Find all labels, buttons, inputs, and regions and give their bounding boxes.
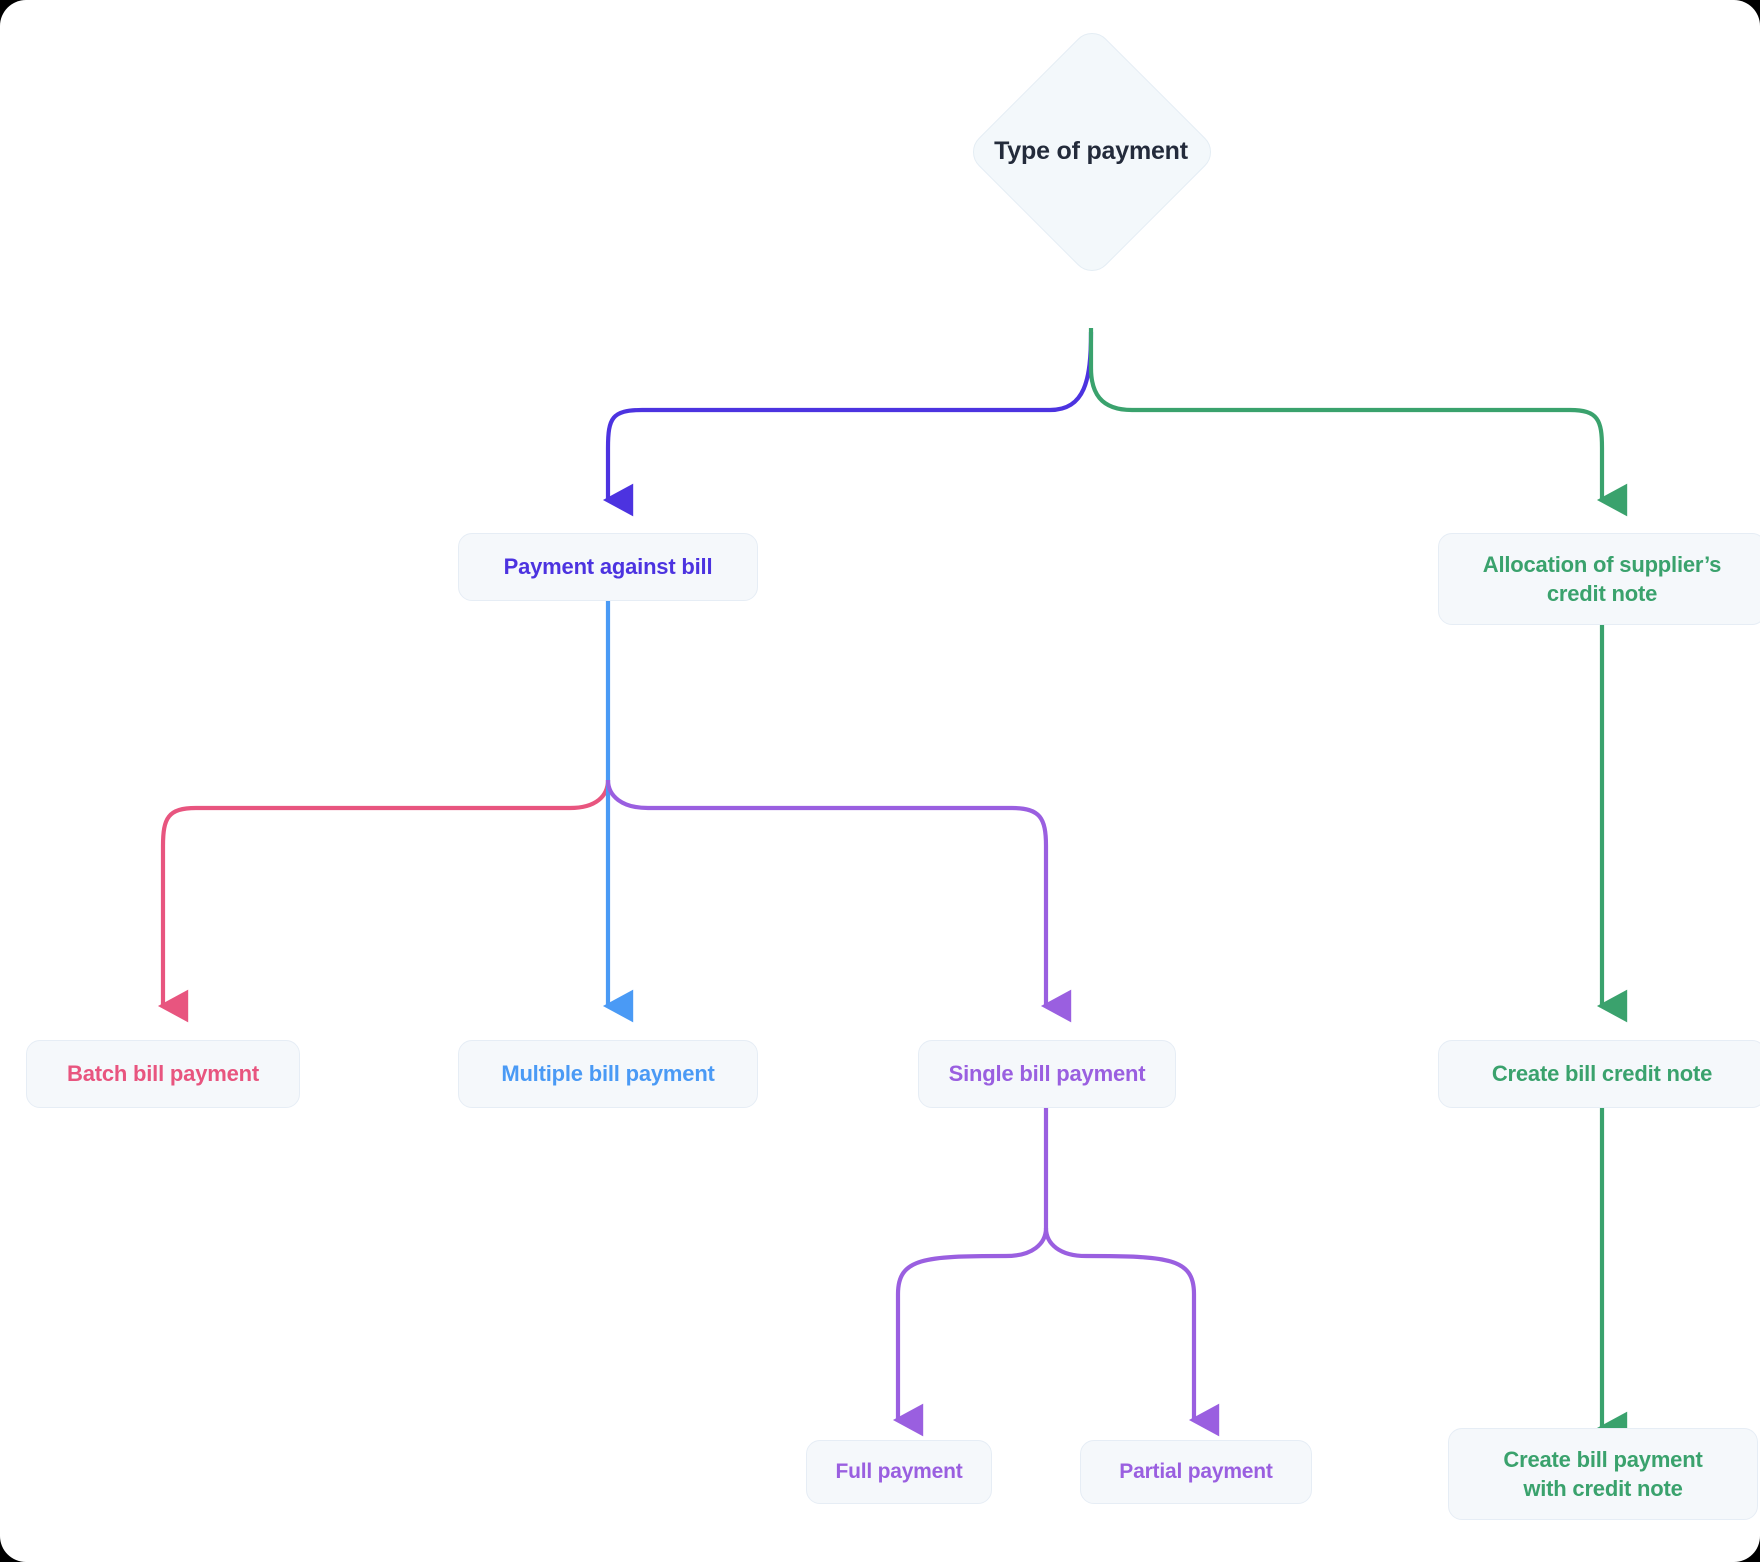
node-multiple-bill-payment[interactable]: Multiple bill payment bbox=[458, 1040, 758, 1108]
node-label-create-bill-payment-line-2: with credit note bbox=[1523, 1476, 1683, 1501]
edge-single-to-partial bbox=[1043, 1227, 1220, 1437]
node-label-type-of-payment: Type of payment bbox=[994, 136, 1188, 165]
edge-root-to-payment-against-bill bbox=[602, 331, 1094, 517]
edge-single-to-full bbox=[892, 1227, 1049, 1437]
node-label-create-bill-credit-note: Create bill credit note bbox=[1491, 1061, 1713, 1087]
node-full-payment[interactable]: Full payment bbox=[806, 1440, 992, 1504]
node-label-payment-against-bill: Payment against bill bbox=[503, 554, 713, 580]
node-type-of-payment[interactable]: Type of payment bbox=[964, 24, 1220, 280]
node-label-batch-bill-payment: Batch bill payment bbox=[67, 1061, 259, 1087]
edge-pab-to-batch bbox=[157, 779, 611, 1023]
node-label-partial-payment: Partial payment bbox=[1119, 1460, 1273, 1484]
node-partial-payment[interactable]: Partial payment bbox=[1080, 1440, 1312, 1504]
node-payment-against-bill[interactable]: Payment against bill bbox=[458, 533, 758, 601]
node-create-bill-payment-with-credit-note[interactable]: Create bill payment with credit note bbox=[1448, 1428, 1758, 1520]
node-allocation-of-suppliers-credit-note[interactable]: Allocation of supplier’s credit note bbox=[1438, 533, 1760, 625]
node-batch-bill-payment[interactable]: Batch bill payment bbox=[26, 1040, 300, 1108]
edge-root-to-allocation bbox=[1088, 328, 1628, 517]
node-single-bill-payment[interactable]: Single bill payment bbox=[918, 1040, 1176, 1108]
node-label-create-bill-payment-line-1: Create bill payment bbox=[1503, 1446, 1703, 1472]
node-label-full-payment: Full payment bbox=[835, 1460, 963, 1484]
node-label-allocation-line-1: Allocation of supplier’s bbox=[1482, 551, 1722, 577]
node-label-multiple-bill-payment: Multiple bill payment bbox=[501, 1061, 715, 1087]
edge-pab-to-single bbox=[605, 779, 1072, 1023]
node-create-bill-credit-note[interactable]: Create bill credit note bbox=[1438, 1040, 1760, 1108]
node-label-single-bill-payment: Single bill payment bbox=[948, 1061, 1146, 1087]
node-label-allocation-line-2: credit note bbox=[1546, 581, 1658, 606]
